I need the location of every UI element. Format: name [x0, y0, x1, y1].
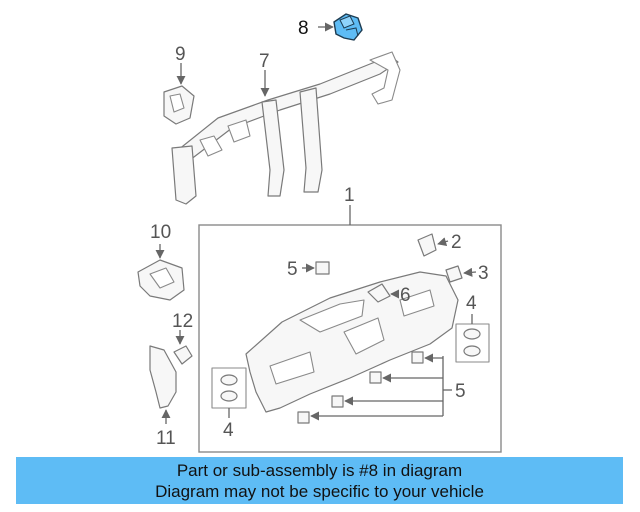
callout-3: 3: [478, 263, 489, 284]
part-9-bracket[interactable]: [163, 85, 195, 125]
part-11-side-cover[interactable]: [149, 345, 177, 409]
callout-8: 8: [298, 18, 309, 39]
leader-5b: [310, 353, 452, 421]
part-4-caps-right[interactable]: [455, 323, 490, 363]
callout-10: 10: [150, 222, 171, 243]
info-banner: Part or sub-assembly is #8 in diagram Di…: [16, 457, 623, 504]
part-8-bracket[interactable]: [333, 13, 363, 41]
callout-7: 7: [259, 51, 270, 72]
part-3-clip[interactable]: [445, 265, 463, 283]
leader-2: [437, 237, 449, 247]
leader-3: [463, 267, 477, 277]
callout-6: 6: [400, 285, 411, 306]
callout-4a: 4: [223, 420, 234, 441]
banner-line-2: Diagram may not be specific to your vehi…: [155, 482, 484, 501]
banner-line-1: Part or sub-assembly is #8 in diagram: [176, 461, 463, 480]
part-4-caps-left[interactable]: [211, 367, 247, 409]
part-7-cross-car-beam[interactable]: [171, 51, 401, 205]
callout-5a: 5: [287, 259, 298, 280]
callout-1: 1: [344, 185, 355, 206]
instrument-panel[interactable]: [245, 271, 459, 413]
part-5-clip-top[interactable]: [315, 261, 330, 275]
part-2-vent[interactable]: [417, 233, 437, 257]
callout-12: 12: [172, 311, 193, 332]
callout-5b: 5: [455, 381, 466, 402]
callout-4b: 4: [466, 293, 477, 314]
callout-2: 2: [451, 232, 462, 253]
part-6-trim[interactable]: [367, 283, 391, 303]
callout-9: 9: [175, 44, 186, 65]
part-12-clip[interactable]: [173, 345, 193, 365]
callout-11: 11: [156, 428, 176, 449]
part-10-bracket[interactable]: [137, 259, 185, 301]
part-5-clips-bottom[interactable]: [297, 351, 424, 424]
